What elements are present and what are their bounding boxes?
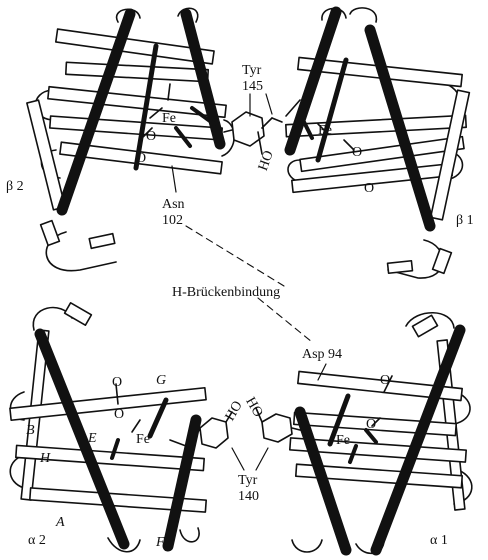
label-fe-beta1: Fe [318,123,332,138]
label-helix-g: G [156,373,166,388]
label-hbond: H-Brückenbindung [172,285,280,300]
label-ho-bottom-right: HO [242,395,265,420]
label-ho-bottom-left: HO [223,399,246,424]
tyr140-ring-right [255,407,301,443]
label-ho-top: HO [256,149,277,173]
label-asn-name: Asn [162,197,185,212]
label-asp94: Asp 94 [302,347,342,362]
label-o-beta1-2: O [364,181,374,196]
label-fe-beta2: Fe [162,111,176,126]
tyr145-ring [223,111,283,155]
label-asn-num: 102 [162,213,183,228]
beta2-subunit [26,7,236,272]
label-helix-f: F [155,535,165,550]
label-tyr145-name: Tyr [242,63,262,78]
alpha2-subunit [9,302,208,553]
label-beta1: β 1 [456,213,474,228]
label-helix-h: H [39,451,51,466]
label-fe-alpha2: Fe [136,432,150,447]
label-o-beta1-1: O [352,145,362,160]
label-helix-e: E [87,431,97,446]
alpha1-subunit [288,312,473,556]
label-o-alpha2-2: O [114,407,124,422]
label-helix-b: B [26,423,35,438]
label-helix-a: A [55,515,65,530]
label-tyr140-name: Tyr [238,473,258,488]
label-o-alpha1-2: O [366,417,376,432]
label-o-beta2-2: O [136,151,146,166]
label-tyr145-num: 145 [242,79,263,94]
label-tyr140-num: 140 [238,489,259,504]
label-fe-alpha1: Fe [336,433,350,448]
hbond-dashed-lines [185,225,313,343]
tyr140-ring-left [195,411,233,449]
label-o-alpha2-1: O [112,375,122,390]
label-alpha2: α 2 [28,533,46,548]
beta1-subunit [284,6,471,279]
label-beta2: β 2 [6,179,24,194]
label-o-alpha1-1: O [380,373,390,388]
label-o-beta2-1: O [146,129,156,144]
leader-lines [171,93,327,471]
label-alpha1: α 1 [430,533,448,548]
